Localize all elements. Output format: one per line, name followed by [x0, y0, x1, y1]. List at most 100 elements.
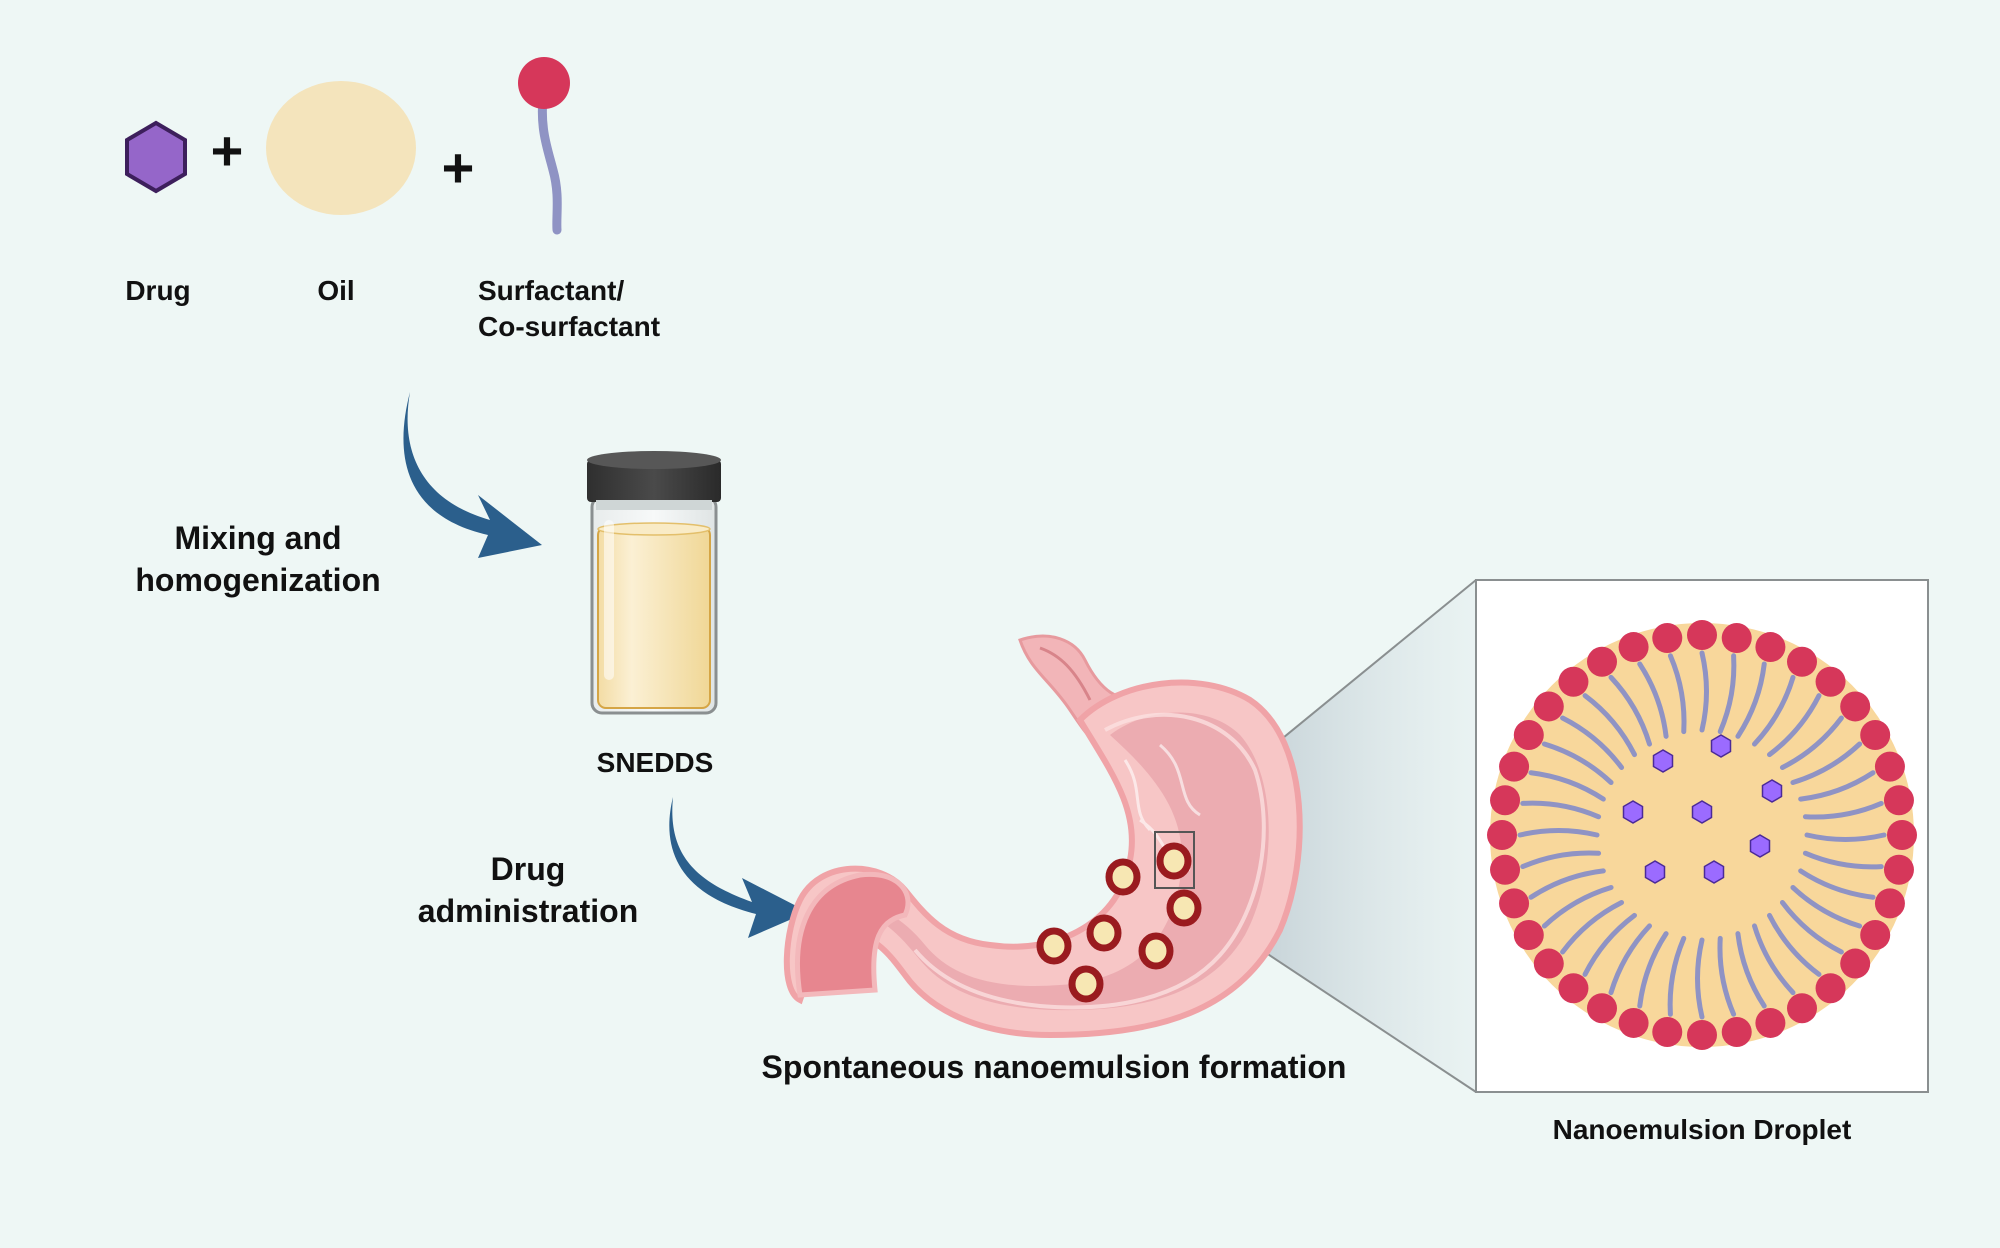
surfactant-tail: [1520, 850, 1602, 870]
droplet: [1036, 927, 1072, 965]
surfactant-head: [1618, 632, 1649, 663]
surfactant-tail: [1798, 770, 1876, 802]
mixing-label-line1: Mixing and: [174, 520, 341, 556]
surfactant-head: [1558, 666, 1589, 697]
surfactant-head: [1499, 751, 1530, 782]
surfactant-tail: [1528, 868, 1606, 900]
surfactant-tail: [1766, 693, 1822, 758]
snedds-vial-icon: [587, 451, 721, 715]
administration-arrow: [669, 797, 808, 938]
surfactant-tail: [1520, 800, 1602, 820]
drug-molecule-icon: [1652, 749, 1674, 773]
droplet: [1156, 842, 1192, 880]
drug-molecule-icon: [1749, 834, 1771, 858]
surfactant-tail: [1608, 674, 1652, 747]
surfactant-tail: [1637, 661, 1669, 739]
plus-sign-2: +: [442, 136, 475, 199]
surfactant-head: [1687, 1020, 1717, 1050]
surfactant-head: [1755, 1007, 1786, 1038]
surfactant-head: [1499, 888, 1530, 919]
droplet: [1068, 965, 1104, 1003]
oil-icon: [266, 81, 416, 215]
surfactant-tail: [1798, 868, 1876, 900]
administration-label-line1: Drug: [491, 851, 566, 887]
surfactant-tail: [1717, 653, 1737, 735]
droplet: [1138, 932, 1174, 970]
surfactant-head: [1874, 888, 1905, 919]
surfactant-head: [1815, 973, 1846, 1004]
surfactant-tail: [1699, 650, 1709, 733]
stomach-caption: Spontaneous nanoemulsion formation: [762, 1049, 1347, 1085]
surfactant-tail: [1667, 935, 1687, 1017]
surfactant-label-line2: Co-surfactant: [478, 311, 660, 342]
surfactant-head: [1652, 1016, 1683, 1047]
surfactant-head: [1721, 623, 1752, 654]
surfactant-head: [1755, 632, 1786, 663]
inset-caption: Nanoemulsion Droplet: [1553, 1114, 1852, 1145]
surfactant-tail: [1560, 715, 1625, 771]
surfactant-head: [1860, 920, 1891, 950]
surfactant-head: [1721, 1016, 1752, 1047]
oil-label: Oil: [317, 275, 354, 306]
surfactant-head: [1787, 993, 1817, 1024]
surfactant-head: [1883, 785, 1914, 816]
droplet: [1086, 914, 1122, 952]
stomach-icon: [783, 634, 1303, 1039]
surfactant-tail: [1582, 912, 1638, 977]
surfactant-head: [1587, 646, 1617, 677]
surfactant-tail: [1779, 899, 1844, 955]
drug-molecule-icon: [1622, 800, 1644, 824]
snedds-label: SNEDDS: [597, 747, 714, 778]
plus-sign-1: +: [211, 119, 244, 182]
surfactant-tail: [1637, 931, 1669, 1009]
surfactant-head: [1513, 920, 1544, 950]
surfactant-tail: [1790, 741, 1863, 785]
surfactant-head: [1513, 720, 1544, 750]
surfactant-head: [1787, 646, 1817, 677]
surfactant-head: [1887, 820, 1917, 850]
surfactant-tail: [1541, 885, 1614, 929]
surfactant-tail: [1804, 832, 1887, 842]
surfactant-head: [1652, 623, 1683, 654]
drug-label: Drug: [125, 275, 190, 306]
surfactant-tail: [1560, 899, 1625, 955]
drug-molecule-icon: [1710, 734, 1732, 758]
surfactant-head: [1618, 1007, 1649, 1038]
surfactant-tail: [1667, 653, 1687, 735]
droplet: [1166, 889, 1202, 927]
surfactant-icon: [518, 57, 570, 235]
surfactant-tail: [1766, 912, 1822, 977]
surfactant-label-line1: Surfactant/: [478, 275, 624, 306]
nanoemulsion-droplet-icon: [1487, 620, 1917, 1050]
surfactant-tail: [1802, 800, 1884, 820]
surfactant-head: [1883, 854, 1914, 885]
surfactant-head: [1487, 820, 1517, 850]
surfactant-head: [1587, 993, 1617, 1024]
surfactant-head: [1874, 751, 1905, 782]
surfactant-tail: [1752, 923, 1796, 996]
surfactant-tail: [1582, 693, 1638, 758]
surfactant-tail: [1695, 937, 1705, 1020]
stomach-droplets: [1036, 842, 1202, 1003]
surfactant-tail: [1528, 770, 1606, 802]
mixing-arrow: [403, 392, 542, 558]
surfactant-tail: [1735, 931, 1767, 1009]
surfactant-tail: [1517, 828, 1600, 838]
surfactant-tail: [1779, 715, 1844, 771]
administration-label-line2: administration: [418, 893, 638, 929]
surfactant-head: [1558, 973, 1589, 1004]
surfactant-head: [1533, 691, 1564, 722]
surfactant-tail: [1608, 923, 1652, 996]
drug-molecule-icon: [1644, 860, 1666, 884]
surfactant-head: [1840, 691, 1871, 722]
surfactant-head: [1533, 948, 1564, 979]
surfactant-head: [1490, 785, 1521, 816]
surfactant-head: [1687, 620, 1717, 650]
droplet: [1105, 858, 1141, 896]
surfactant-tail: [1790, 885, 1863, 929]
drug-molecule-icon: [1761, 779, 1783, 803]
mixing-label-line2: homogenization: [135, 562, 380, 598]
surfactant-tail: [1752, 674, 1796, 747]
surfactant-head: [1815, 666, 1846, 697]
